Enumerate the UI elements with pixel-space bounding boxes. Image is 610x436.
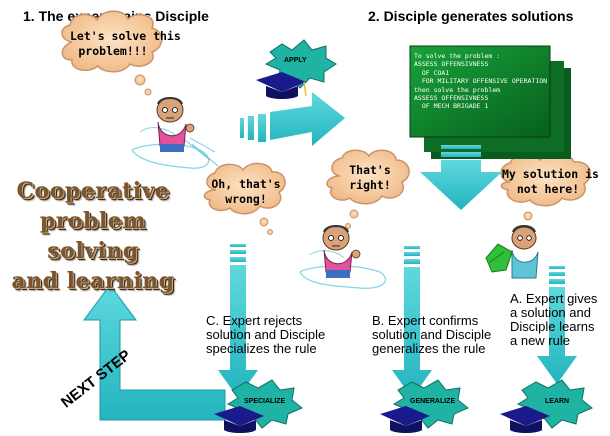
screen-line-5: then solve the problem (414, 85, 501, 94)
cloud-right-line-1: That's (349, 163, 391, 177)
cap-specialize (214, 406, 264, 433)
caption-a-line-3: Disciple learns (510, 319, 595, 334)
expert-figure-right (485, 225, 539, 279)
cloud-lets-solve-text: Let's solve this problem!!! (70, 29, 181, 59)
arrow-c-down (218, 244, 258, 398)
cap-learn (500, 406, 550, 433)
burst-specialize-label: SPECIALIZE (244, 398, 286, 405)
cloud-wrong-line-2: wrong! (225, 192, 267, 206)
arrow-train-to-generate (240, 92, 345, 146)
burst-learn-label: LEARN (545, 398, 570, 405)
cooperative-line-2: problem solving (39, 208, 147, 264)
caption-a-line-2: a solution and (510, 305, 591, 320)
screen-line-6: ASSESS OFFENSIVNESS (414, 94, 489, 103)
caption-a-line-4: a new rule (510, 333, 570, 348)
screen-line-4: FOR MILITARY OFFENSIVE OPERATION (414, 77, 548, 86)
cloud-lets-solve-line-2: problem!!! (78, 44, 148, 58)
cloud-right-line-2: right! (349, 178, 391, 192)
solution-screen-text: To solve the problem : ASSESS OFFENSIVNE… (414, 52, 547, 111)
screen-line-2: ASSESS OFFENSIVNESS (414, 60, 489, 69)
caption-b-line-1: B. Expert confirms (372, 313, 479, 328)
caption-c: C. Expert rejects solution and Disciple … (206, 314, 325, 356)
caption-c-line-1: C. Expert rejects (206, 313, 303, 328)
cloud-lets-solve (61, 10, 163, 96)
cooperative-title: Cooperative problem solving and learning (8, 176, 178, 296)
caption-c-line-2: solution and Disciple (206, 327, 326, 342)
caption-a: A. Expert gives a solution and Disciple … (510, 292, 597, 348)
cloud-not-here-text: My solution is not here! (502, 167, 599, 197)
screen-line-3: OF COA1 (414, 68, 450, 77)
cooperative-line-3: and learning (11, 268, 175, 294)
cloud-right-text: That's right! (336, 163, 404, 193)
cap-apply (256, 72, 307, 99)
caption-c-line-3: specializes the rule (206, 341, 317, 356)
screen-line-1: To solve the problem : (414, 52, 501, 60)
arrow-screen-down (420, 145, 502, 210)
caption-b: B. Expert confirms solution and Disciple… (372, 314, 491, 356)
cloud-right (326, 149, 410, 229)
solution-screen-stack (409, 45, 571, 159)
burst-apply-label: APPLY (284, 57, 307, 64)
caption-b-line-3: generalizes the rule (372, 341, 486, 356)
burst-generalize-label: GENERALIZE (410, 398, 456, 405)
cloud-wrong (203, 162, 286, 235)
next-step-arrow (83, 284, 226, 421)
expert-figure-top (131, 97, 219, 169)
cap-generalize (380, 406, 430, 433)
cloud-not-here-line-1: My solution is (502, 167, 599, 181)
expert-figure-middle (299, 225, 386, 289)
cooperative-line-1: Cooperative (16, 178, 170, 204)
caption-a-line-1: A. Expert gives (510, 291, 598, 306)
step2-title: 2. Disciple generates solutions (368, 8, 574, 24)
caption-b-line-2: solution and Disciple (372, 327, 492, 342)
cloud-wrong-text: Oh, that's wrong! (210, 177, 282, 207)
cloud-lets-solve-line-1: Let's solve this (70, 29, 181, 43)
arrow-b-down (392, 246, 432, 398)
arrow-a-down (537, 266, 577, 384)
cloud-not-here-line-2: not here! (516, 182, 580, 196)
cloud-wrong-line-1: Oh, that's (211, 177, 281, 191)
screen-line-7: OF MECH BRIGADE 1 (414, 102, 489, 111)
